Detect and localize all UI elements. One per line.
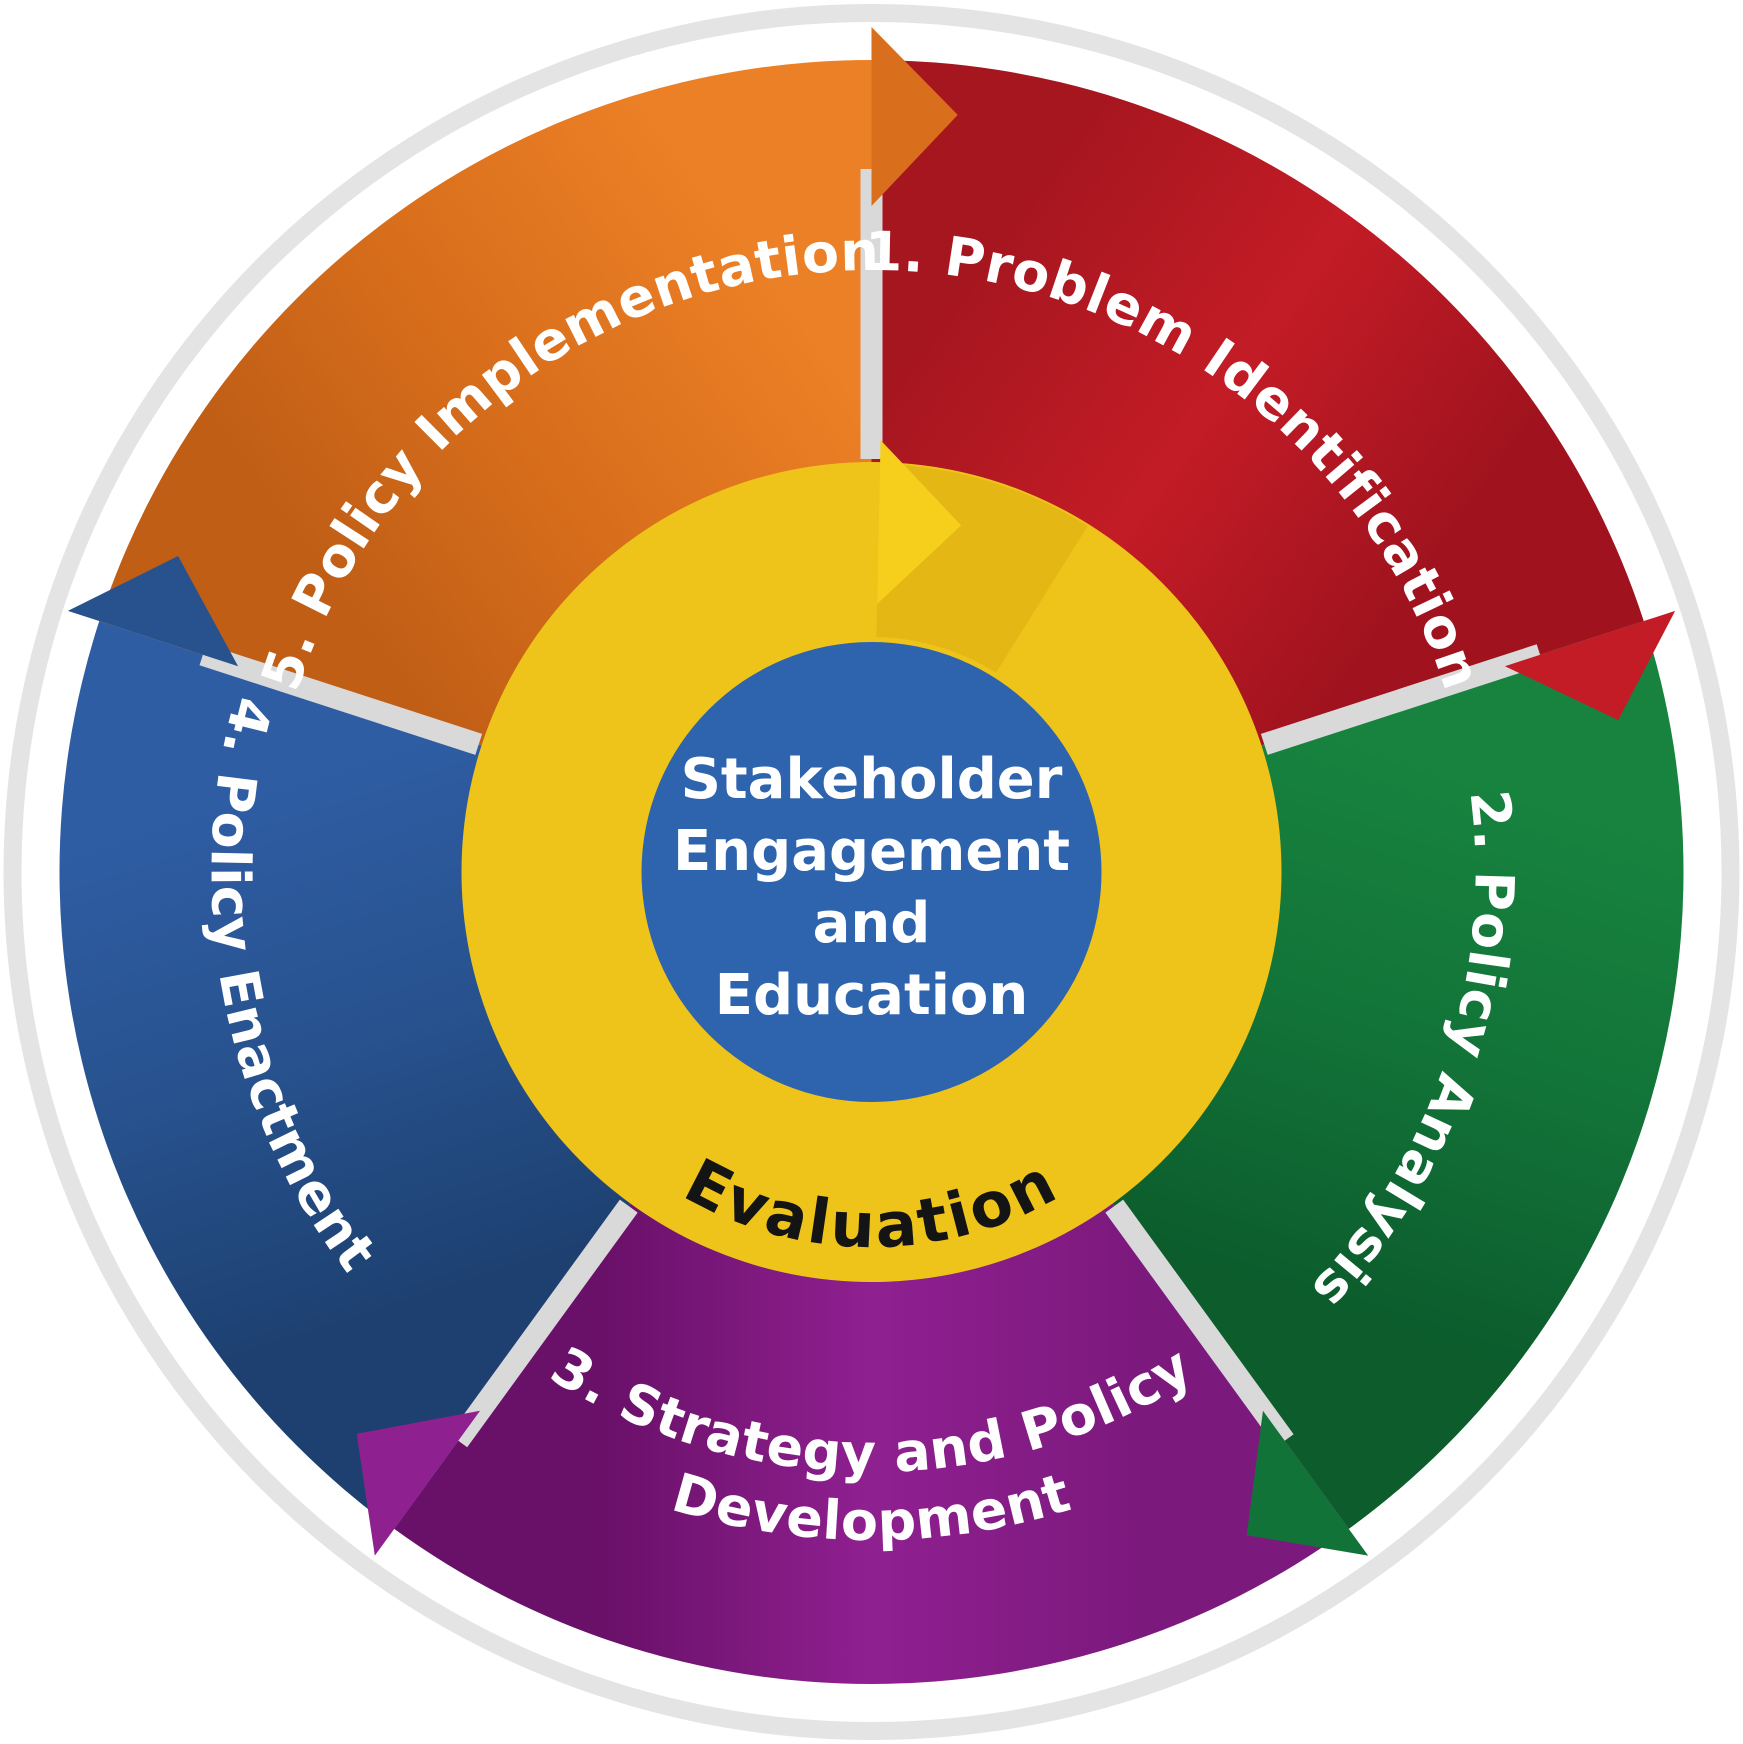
- arrowhead-policy-enactment: [67, 556, 239, 667]
- arrowhead-strategy-and-policy-development: [356, 1410, 481, 1556]
- center-text-line-1: Stakeholder: [681, 747, 1063, 812]
- segment-divider: [199, 644, 483, 755]
- segment-arrowheads: [67, 27, 1676, 1556]
- segment-policy-enactment: [59, 621, 634, 1529]
- arrowhead-policy-implementation: [871, 27, 958, 206]
- segment-dividers: [199, 169, 1544, 1448]
- center-text-line-3: and: [813, 891, 931, 956]
- evaluation-arrowhead: [877, 440, 962, 605]
- segment-policy-analysis: [1109, 621, 1684, 1529]
- center-text-line-2: Engagement: [673, 819, 1070, 884]
- segment-strategy-and-policy-development: [394, 1199, 1349, 1684]
- segment-divider: [860, 169, 883, 459]
- segment-policy-implementation: [99, 60, 872, 747]
- segment-problem-identification: [871, 59, 1644, 747]
- center-circle: [641, 642, 1102, 1102]
- arrowhead-policy-analysis: [1246, 1410, 1369, 1556]
- center-text-line-4: Education: [715, 963, 1029, 1028]
- segment-divider: [449, 1199, 638, 1448]
- segment-divider: [1105, 1199, 1294, 1448]
- cycle-segments: [59, 59, 1684, 1684]
- arrowhead-problem-identification: [1504, 610, 1676, 721]
- segment-divider: [1260, 644, 1544, 755]
